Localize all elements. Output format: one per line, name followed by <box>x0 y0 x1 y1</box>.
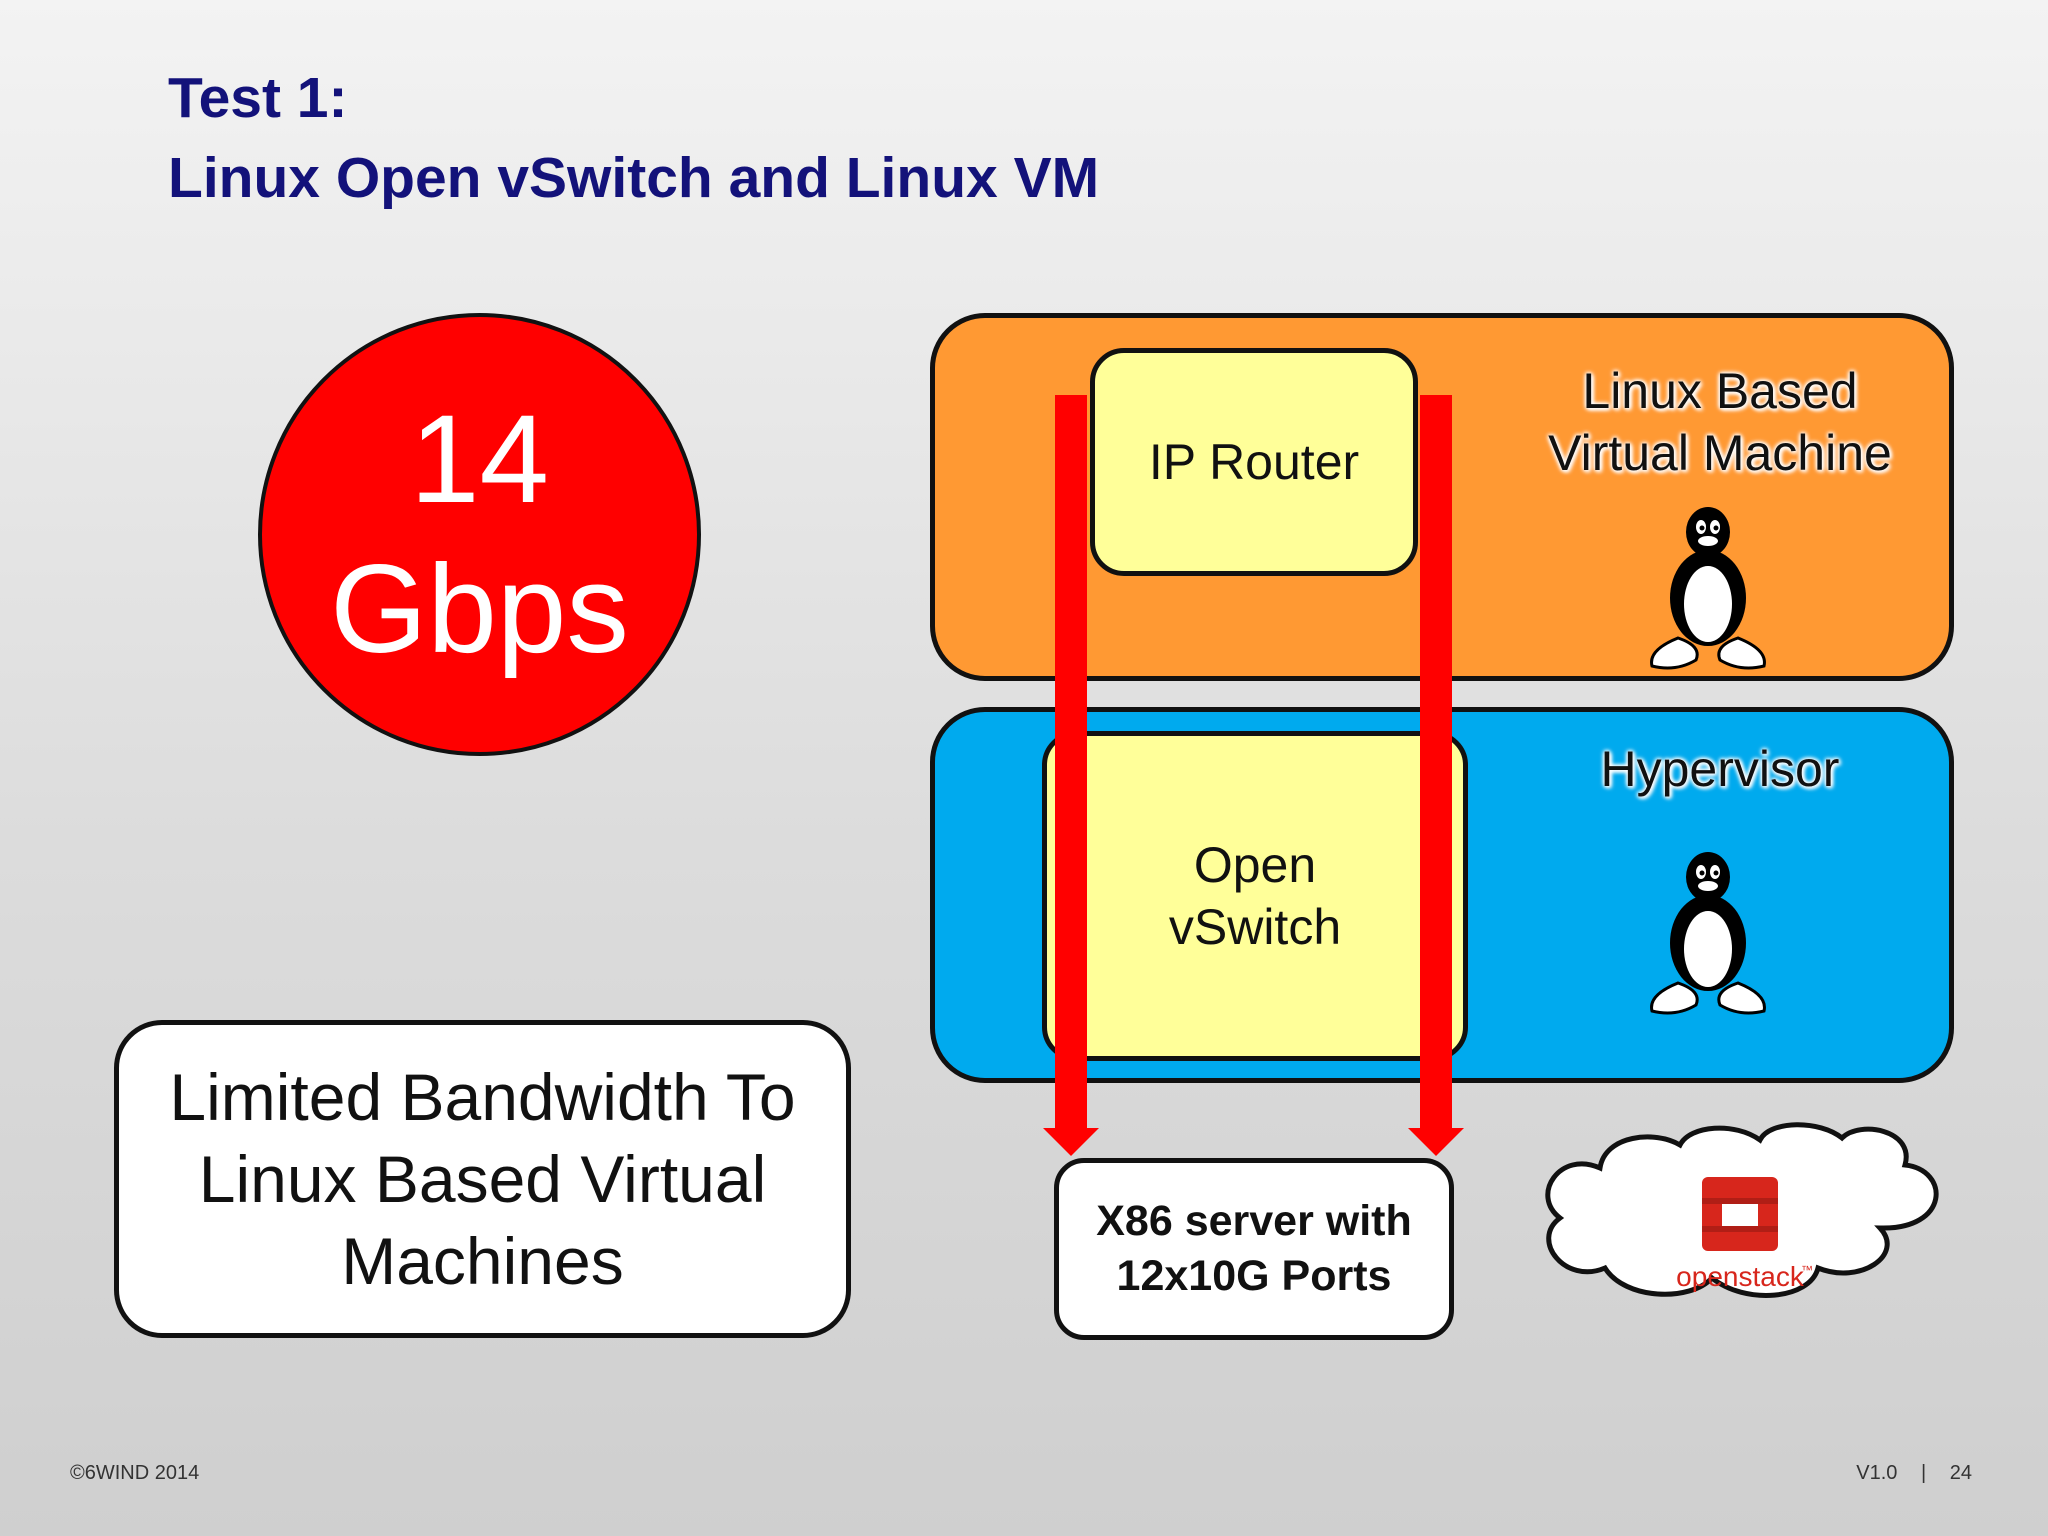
bandwidth-note-box: Limited Bandwidth To Linux Based Virtual… <box>114 1020 851 1338</box>
throughput-value: 14 <box>409 389 550 529</box>
right-flow-arrow <box>1408 395 1464 1156</box>
copyright-text: ©6WIND 2014 <box>70 1462 200 1484</box>
tux-penguin-icon <box>1650 850 1766 1015</box>
vm-label-line1: Linux Based <box>1582 363 1858 419</box>
ovs-label-line2: vSwitch <box>1168 899 1342 955</box>
slide-title-line2: Linux Open vSwitch and Linux VM <box>168 146 1100 210</box>
throughput-circle: 14 Gbps <box>258 313 701 756</box>
server-line2: 12x10G Ports <box>1116 1252 1392 1300</box>
page-number: 24 <box>1949 1462 1972 1484</box>
openstack-trademark: ™ <box>1801 1263 1813 1277</box>
slide-title-line1: Test 1: <box>168 66 348 130</box>
footer-separator: | <box>1920 1462 1927 1484</box>
vm-label-line2: Virtual Machine <box>1548 425 1892 481</box>
note-line3: Machines <box>341 1224 624 1298</box>
slide-title: Test 1: Linux Open vSwitch and Linux VM <box>168 58 1099 218</box>
hypervisor-label: Hypervisor <box>1600 741 1840 797</box>
tux-penguin-icon <box>1650 505 1766 670</box>
ip-router-label: IP Router <box>1148 434 1360 490</box>
version-text: V1.0 <box>1856 1462 1898 1484</box>
footer-page-info: V1.0 | 24 <box>1856 1462 1972 1485</box>
server-line1: X86 server with <box>1096 1197 1412 1245</box>
ovs-label-line1: Open <box>1193 837 1317 893</box>
open-vswitch-box: Open vSwitch <box>1042 731 1468 1061</box>
left-flow-arrow <box>1043 395 1099 1156</box>
vm-layer-label: Linux Based Virtual Machine <box>1500 360 1940 484</box>
x86-server-box: X86 server with 12x10G Ports <box>1054 1158 1454 1340</box>
openstack-logo-icon <box>1702 1177 1778 1251</box>
ip-router-box: IP Router <box>1090 348 1418 576</box>
note-line2: Linux Based Virtual <box>198 1142 767 1216</box>
openstack-logo-text: openstack <box>1676 1261 1805 1292</box>
throughput-unit: Gbps <box>330 539 629 679</box>
note-line1: Limited Bandwidth To <box>169 1060 796 1134</box>
